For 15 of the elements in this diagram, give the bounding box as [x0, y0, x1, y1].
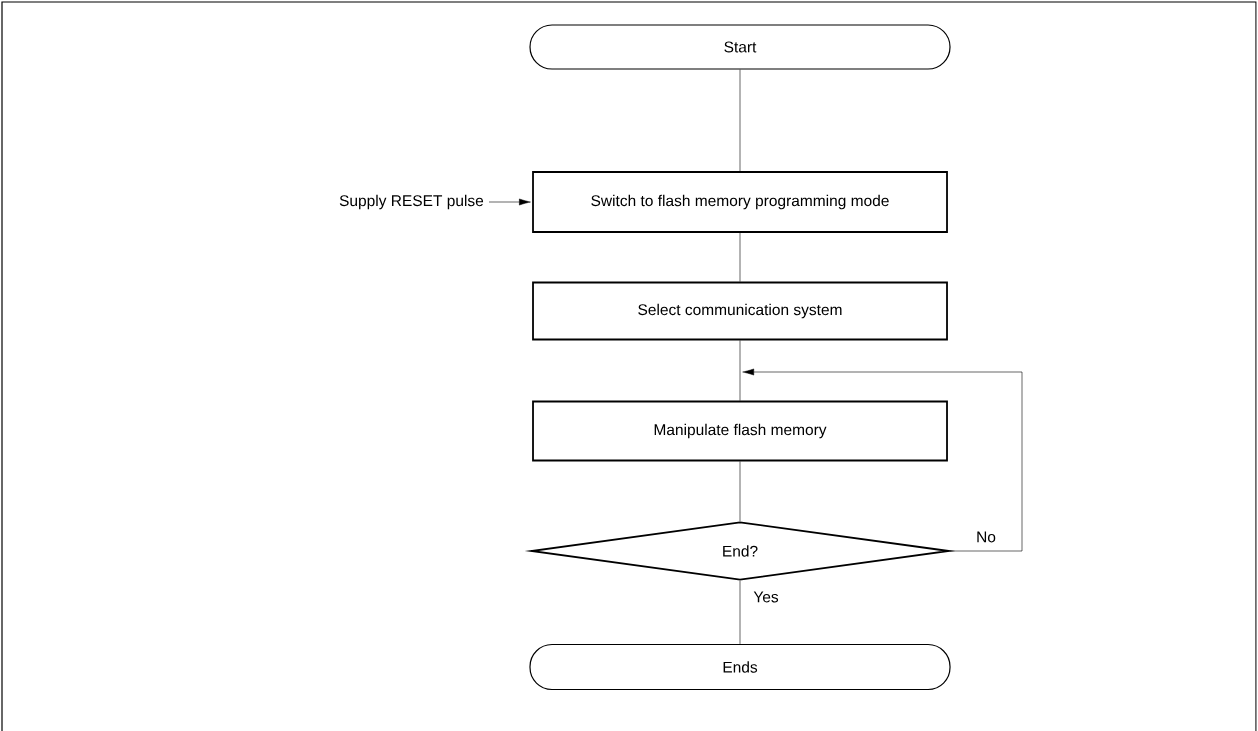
process-box: Switch to flash memory programming mode [532, 171, 948, 233]
connector-line [739, 69, 741, 172]
connector-line [739, 340, 741, 401]
edge-label: Yes [752, 590, 780, 604]
process-box: Manipulate flash memory [532, 400, 948, 462]
input-label: Supply RESET pulse [339, 194, 484, 210]
terminal-box: Ends [529, 643, 951, 691]
connector-line [739, 580, 741, 645]
connector-line [739, 232, 741, 282]
arrow [742, 368, 1023, 552]
edge-label: No [975, 530, 997, 544]
connector-line [739, 461, 741, 522]
arrow [519, 198, 531, 206]
process-box: Select communication system [532, 281, 948, 341]
terminal-box: Start [529, 24, 951, 70]
